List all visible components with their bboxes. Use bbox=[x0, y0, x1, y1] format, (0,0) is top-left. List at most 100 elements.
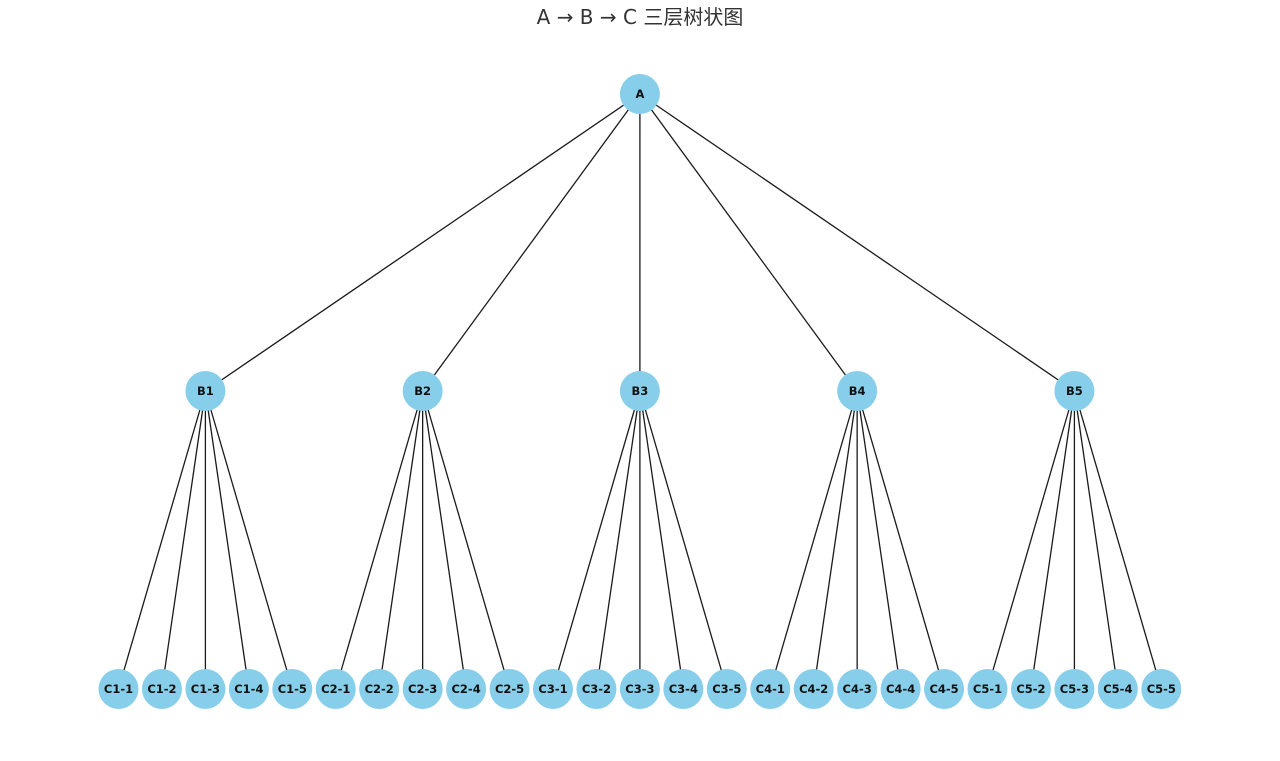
node-c1-2: C1-2 bbox=[141, 669, 182, 709]
node-circle bbox=[750, 669, 791, 709]
node-circle bbox=[924, 669, 965, 709]
node-c5-4: C5-4 bbox=[1097, 669, 1138, 709]
node-circle bbox=[837, 371, 878, 411]
node-label: A bbox=[635, 87, 644, 101]
edge-root-to-b4 bbox=[639, 93, 858, 392]
node-label: C2-4 bbox=[451, 682, 480, 696]
node-c2-2: C2-2 bbox=[359, 669, 400, 709]
node-label: C5-1 bbox=[973, 682, 1002, 696]
node-label: C4-1 bbox=[756, 682, 785, 696]
node-b5: B5 bbox=[1054, 371, 1095, 411]
edge-b4-to-c4-1 bbox=[769, 390, 858, 690]
node-c4-2: C4-2 bbox=[793, 669, 834, 709]
node-label: C1-4 bbox=[234, 682, 263, 696]
node-label: C3-2 bbox=[582, 682, 611, 696]
edge-b1-to-c1-2 bbox=[161, 390, 207, 690]
node-label: C5-4 bbox=[1103, 682, 1132, 696]
node-label: C3-1 bbox=[538, 682, 567, 696]
edge-b4-to-c4-5 bbox=[856, 390, 945, 690]
edge-b2-to-c2-5 bbox=[422, 390, 511, 690]
node-circle bbox=[228, 669, 269, 709]
node-c1-5: C1-5 bbox=[272, 669, 313, 709]
node-label: B4 bbox=[849, 384, 866, 398]
node-circle bbox=[402, 669, 443, 709]
node-circle bbox=[185, 669, 226, 709]
node-label: C5-3 bbox=[1060, 682, 1089, 696]
node-label: C3-3 bbox=[625, 682, 654, 696]
edge-root-to-b1 bbox=[205, 93, 641, 392]
node-label: C4-4 bbox=[886, 682, 915, 696]
edge-b2-to-c2-1 bbox=[335, 390, 424, 690]
node-label: C1-3 bbox=[191, 682, 220, 696]
node-circle bbox=[837, 669, 878, 709]
node-circle bbox=[663, 669, 704, 709]
node-label: C2-2 bbox=[365, 682, 394, 696]
node-circle bbox=[359, 669, 400, 709]
node-label: C2-5 bbox=[495, 682, 524, 696]
node-c1-3: C1-3 bbox=[185, 669, 226, 709]
node-c4-5: C4-5 bbox=[924, 669, 965, 709]
node-circle bbox=[793, 669, 834, 709]
node-circle bbox=[706, 669, 747, 709]
node-circle bbox=[619, 74, 660, 114]
node-label: B1 bbox=[197, 384, 214, 398]
node-label: C1-2 bbox=[147, 682, 176, 696]
node-label: B5 bbox=[1066, 384, 1083, 398]
node-circle bbox=[967, 669, 1008, 709]
node-c1-1: C1-1 bbox=[98, 669, 139, 709]
node-circle bbox=[446, 669, 487, 709]
node-label: C2-1 bbox=[321, 682, 350, 696]
node-c4-4: C4-4 bbox=[880, 669, 921, 709]
node-c3-1: C3-1 bbox=[533, 669, 573, 709]
edge-b2-to-c2-4 bbox=[422, 390, 467, 690]
node-circle bbox=[576, 669, 617, 709]
node-label: C4-5 bbox=[929, 682, 958, 696]
node-b4: B4 bbox=[837, 371, 878, 411]
edge-b2-to-c2-2 bbox=[378, 390, 424, 690]
node-c3-2: C3-2 bbox=[576, 669, 617, 709]
diagram-title: A → B → C 三层树状图 bbox=[537, 5, 744, 29]
edge-root-to-b2 bbox=[422, 93, 641, 392]
node-circle bbox=[1010, 669, 1051, 709]
node-circle bbox=[533, 669, 573, 709]
edge-b4-to-c4-4 bbox=[856, 390, 902, 690]
edge-layer bbox=[117, 93, 1162, 690]
node-circle bbox=[1054, 371, 1095, 411]
edge-b3-to-c3-5 bbox=[639, 390, 728, 690]
node-circle bbox=[98, 669, 139, 709]
node-c1-4: C1-4 bbox=[228, 669, 269, 709]
node-c2-5: C2-5 bbox=[489, 669, 530, 709]
node-label: C3-4 bbox=[669, 682, 698, 696]
node-circle bbox=[1097, 669, 1138, 709]
edge-b1-to-c1-5 bbox=[204, 390, 293, 690]
node-c5-2: C5-2 bbox=[1010, 669, 1051, 709]
node-c3-3: C3-3 bbox=[619, 669, 660, 709]
node-circle bbox=[489, 669, 530, 709]
node-circle bbox=[272, 669, 313, 709]
node-c3-4: C3-4 bbox=[663, 669, 704, 709]
node-label: C4-3 bbox=[843, 682, 872, 696]
node-circle bbox=[619, 669, 660, 709]
node-circle bbox=[619, 371, 660, 411]
node-c2-3: C2-3 bbox=[402, 669, 443, 709]
edge-b1-to-c1-1 bbox=[117, 390, 207, 690]
node-b2: B2 bbox=[402, 371, 443, 411]
node-label: B2 bbox=[414, 384, 431, 398]
node-c5-5: C5-5 bbox=[1141, 669, 1182, 709]
node-c4-1: C4-1 bbox=[750, 669, 791, 709]
node-circle bbox=[1054, 669, 1095, 709]
node-c5-1: C5-1 bbox=[967, 669, 1008, 709]
node-c3-5: C3-5 bbox=[706, 669, 747, 709]
node-circle bbox=[880, 669, 921, 709]
node-b3: B3 bbox=[619, 371, 660, 411]
node-label: B3 bbox=[632, 384, 649, 398]
node-circle bbox=[141, 669, 182, 709]
node-label: C5-5 bbox=[1147, 682, 1176, 696]
node-c5-3: C5-3 bbox=[1054, 669, 1095, 709]
node-label: C1-5 bbox=[278, 682, 307, 696]
node-label: C5-2 bbox=[1016, 682, 1045, 696]
edge-b5-to-c5-5 bbox=[1073, 390, 1162, 690]
node-label: C4-2 bbox=[799, 682, 828, 696]
